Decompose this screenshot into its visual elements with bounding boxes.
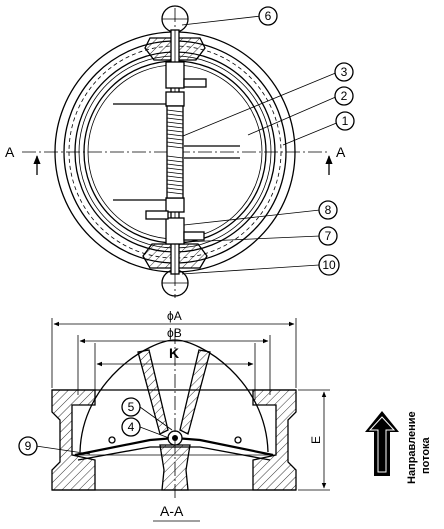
dim-k-label: K [169,345,179,361]
callout-8: 8 [318,200,338,220]
section-marker-right: A [336,144,346,160]
dim-outer-diameter-label: ϕA [167,309,182,323]
section-title: A-A [160,503,184,519]
stop-pin-top [183,78,207,88]
callout-8-label: 8 [325,203,332,217]
callout-5-label: 5 [128,400,135,414]
callout-6-label: 6 [265,9,272,23]
dim-inner-diameter-label: ϕB [167,326,182,340]
disc-wing-right [179,349,211,435]
callout-1-label: 1 [342,114,349,128]
section-view: ϕA ϕB K E A-A [35,309,330,522]
top-view: A A [5,5,346,298]
callout-3: 3 [334,62,354,82]
torsion-spring [166,105,184,199]
callout-7-label: 7 [325,229,332,243]
section-marker-left: A [5,144,15,160]
body-wall-left [51,389,96,491]
callout-4-label: 4 [128,420,135,434]
callout-9: 9 [18,436,38,456]
callout-1: 1 [335,111,355,131]
callout-5: 5 [121,397,141,417]
callout-10-label: 10 [322,258,336,272]
stop-pin-bottom [145,210,169,220]
callout-10: 10 [318,254,340,276]
flow-arrow [365,411,399,476]
dim-height-label: E [309,436,323,444]
callout-3-label: 3 [341,65,348,79]
callout-6: 6 [258,6,278,26]
callout-2-label: 2 [341,89,348,103]
flow-label-line1: Направление [406,411,418,484]
callout-2: 2 [334,86,354,106]
callout-7: 7 [318,226,338,246]
flow-indicator: Направление потока [365,411,432,484]
callout-9-label: 9 [25,439,32,453]
body-wall-right [252,389,297,491]
callout-4: 4 [121,417,141,437]
disc-wing-left [137,349,169,435]
flow-label-line2: потока [420,436,432,474]
